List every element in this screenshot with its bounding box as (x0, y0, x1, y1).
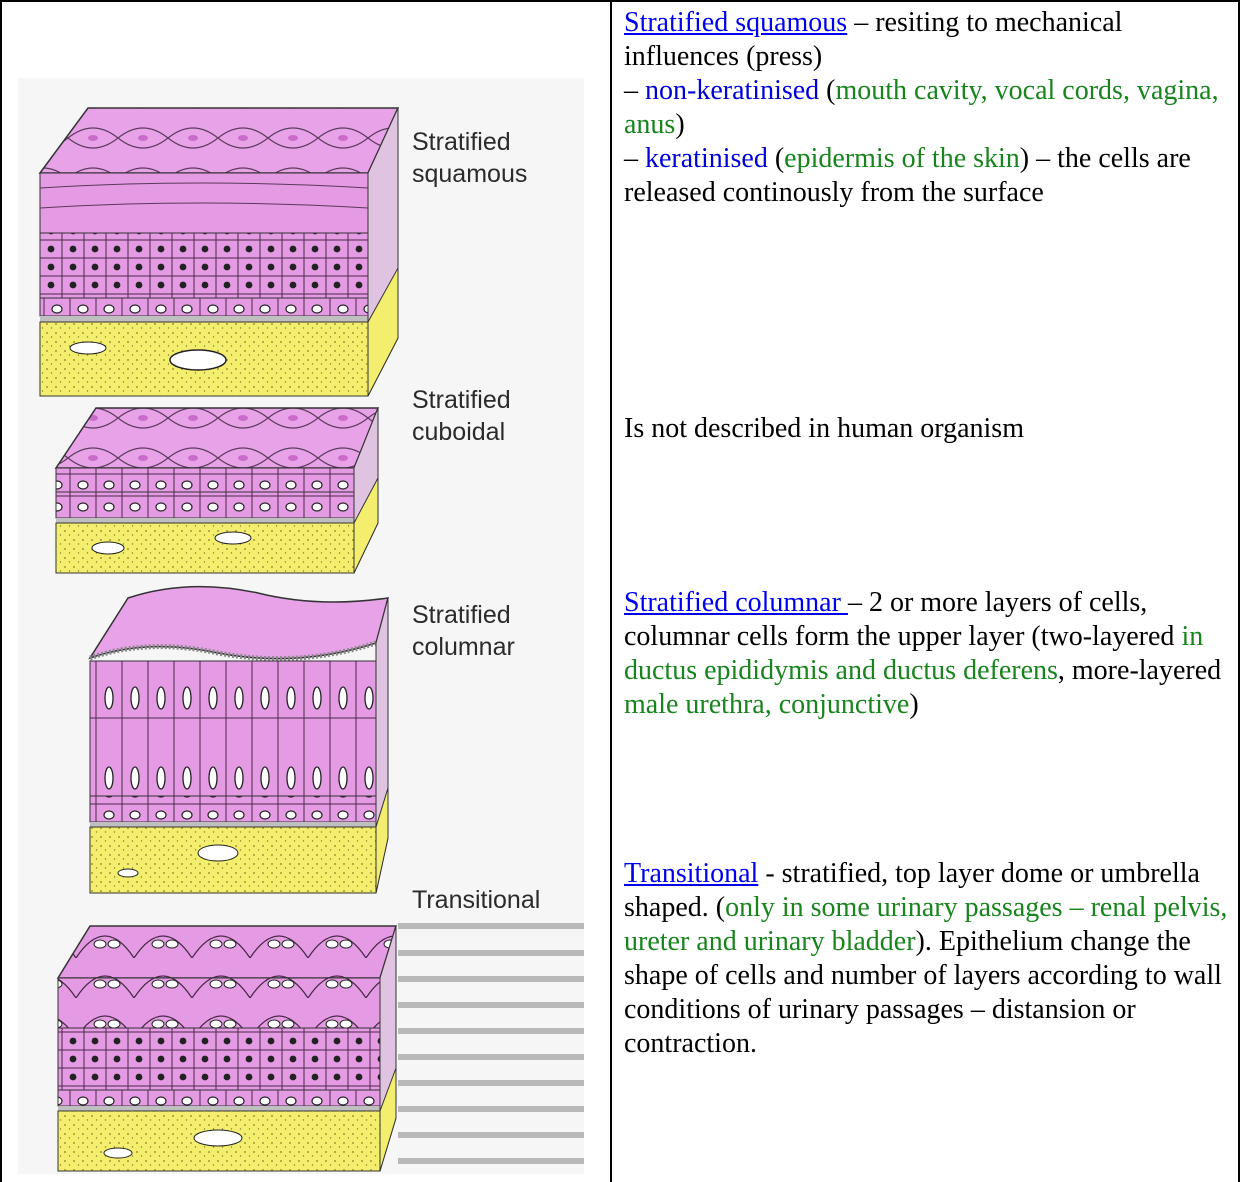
cuboidal-desc: Is not described in human organism (624, 413, 1024, 444)
transitional-label: Transitional (412, 886, 540, 914)
columnar-label-line2: columnar (412, 633, 515, 661)
stratified-squamous-link[interactable]: Stratified squamous (624, 7, 847, 38)
paren-close-2: ) (909, 689, 918, 720)
column-divider (610, 0, 612, 1182)
columnar-desc-2: , more-layered (1058, 655, 1221, 686)
paren-close: ) (675, 109, 684, 140)
squamous-dash2: – (624, 143, 645, 174)
columnar-label-line1: Stratified (412, 601, 511, 629)
cuboidal-label-line2: cuboidal (412, 418, 505, 446)
keratinised-term: keratinised (645, 143, 768, 174)
cuboidal-block (56, 408, 378, 573)
paren-open-2: ( (768, 143, 784, 174)
squamous-label-line2: squamous (412, 160, 527, 188)
transitional-block (58, 926, 396, 1171)
row-cuboidal-text: Is not described in human organism (624, 412, 1234, 446)
cuboidal-label-line1: Stratified (412, 386, 511, 414)
columnar-more-layered-locations: male urethra, conjunctive (624, 689, 909, 720)
squamous-label-line1: Stratified (412, 128, 511, 156)
epithelium-figure: Stratified squamous Stratified cuboidal … (18, 78, 584, 1174)
paren-open: ( (819, 75, 835, 106)
row-transitional-text: Transitional - stratified, top layer dom… (624, 857, 1234, 1061)
transitional-link[interactable]: Transitional (624, 858, 758, 889)
squamous-dash1: – (624, 75, 645, 106)
keratinised-location: epidermis of the skin (784, 143, 1020, 174)
squamous-block (40, 108, 398, 396)
columnar-block (90, 587, 388, 893)
non-keratinised-term: non-keratinised (645, 75, 819, 106)
stratified-columnar-link[interactable]: Stratified columnar (624, 587, 848, 618)
row-squamous-text: Stratified squamous – resiting to mechan… (624, 6, 1234, 210)
row-columnar-text: Stratified columnar – 2 or more layers o… (624, 586, 1234, 722)
